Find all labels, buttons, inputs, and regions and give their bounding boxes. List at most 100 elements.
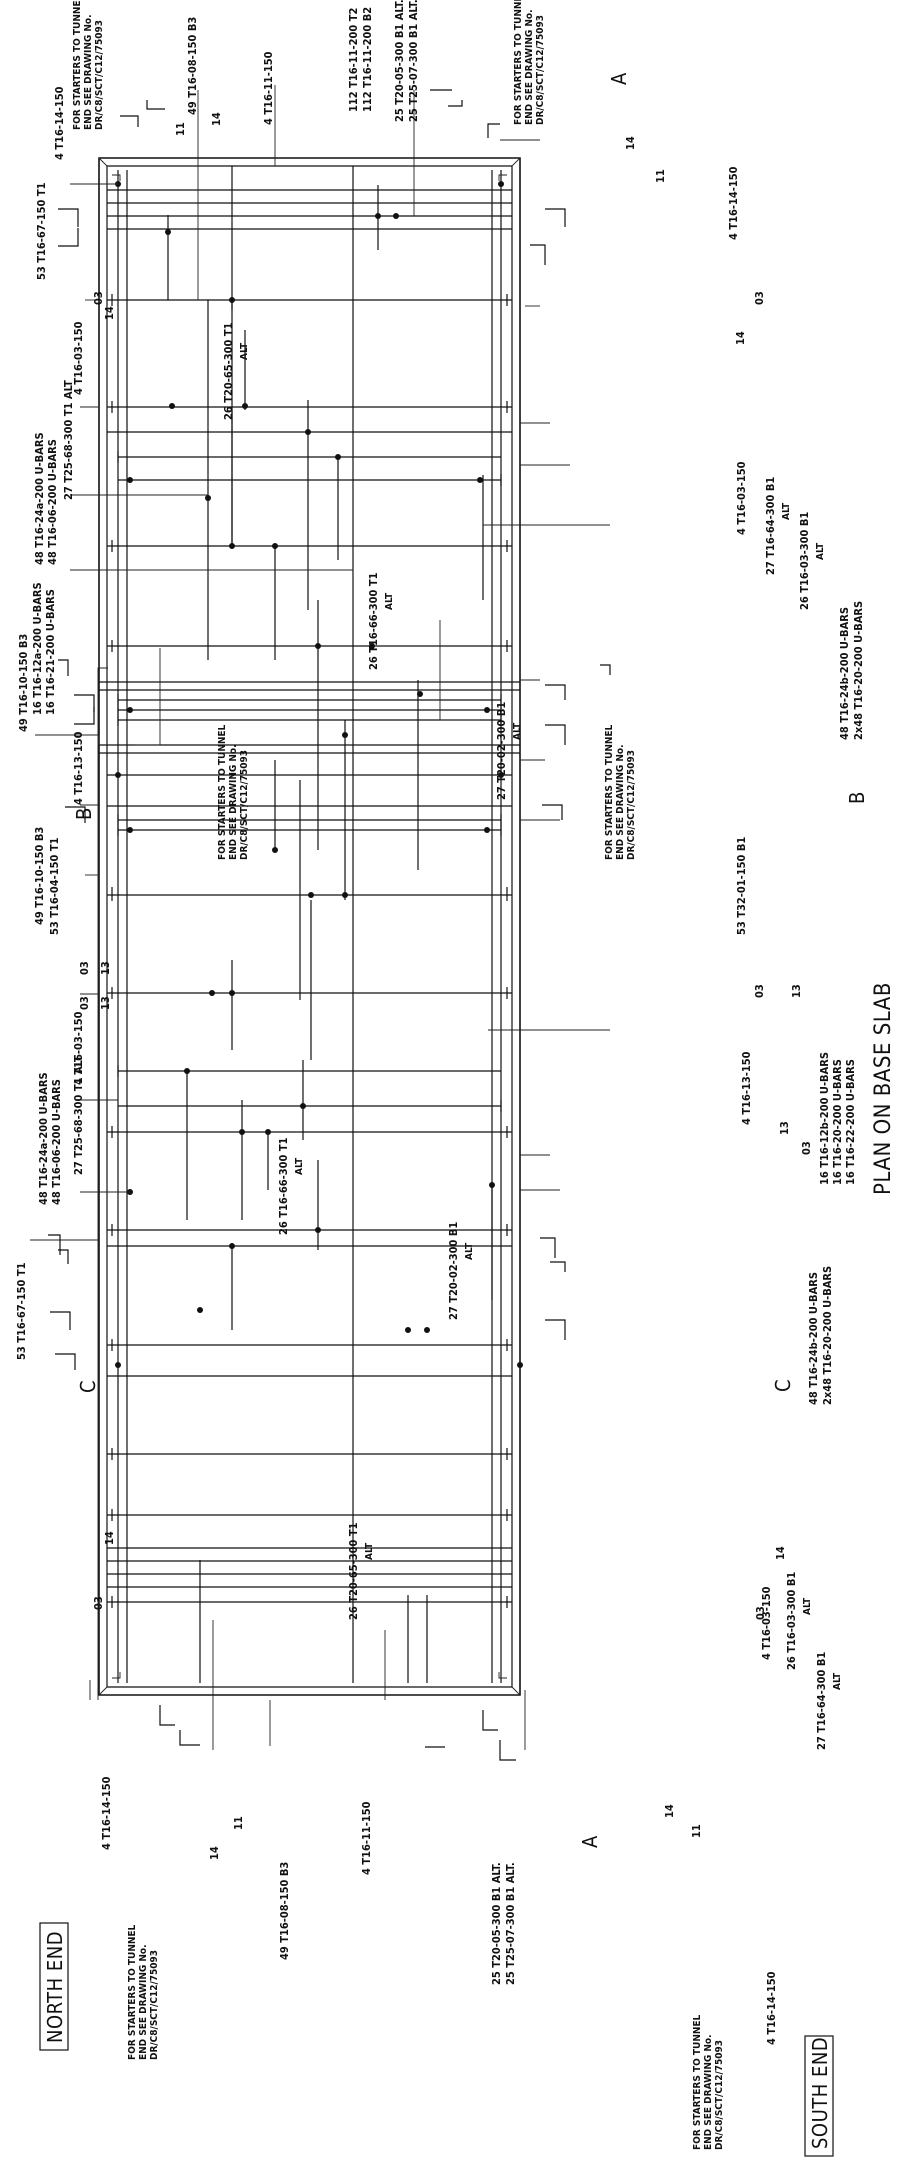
interior-label-8: ALT	[294, 1157, 305, 1175]
section-number-03: 03	[78, 996, 91, 1010]
right-label-15: 2x48 T16-20-200 U-BARS	[821, 1266, 834, 1405]
top-label-1: 4 T16-14-150	[53, 86, 66, 160]
interior-label-2: ALT	[239, 342, 250, 360]
starter-note-line-2: END SEE DRAWING No.	[615, 744, 626, 860]
right-label-19: 27 T16-64-300 B1	[815, 1652, 828, 1750]
left-label-3: 27 T25-68-300 T1 ALT	[62, 380, 75, 500]
left-label-8: 16 T16-21-200 U-BARS	[44, 589, 57, 715]
starter-note-bottom-left: FOR STARTERS TO TUNNEL END SEE DRAWING N…	[127, 1924, 160, 2060]
starter-note-line-3: DR/C8/SCT/C12/75093	[626, 750, 637, 860]
interior-label-4: ALT	[384, 592, 395, 610]
starter-note-line-3: DR/C8/SCT/C12/75093	[535, 15, 546, 125]
starter-note-interior-left: FOR STARTERS TO TUNNEL END SEE DRAWING N…	[217, 724, 250, 860]
north-end-label: NORTH END	[43, 1931, 67, 2043]
section-mark-a-bottom: A	[578, 1835, 602, 1848]
right-label-8: 2x48 T16-20-200 U-BARS	[852, 601, 865, 740]
slab-outline	[98, 157, 521, 1696]
starter-note-top-left: FOR STARTERS TO TUNNEL END SEE DRAWING N…	[72, 0, 105, 130]
right-label-20: ALT	[832, 1672, 843, 1690]
starter-note-bottom-right: FOR STARTERS TO TUNNEL END SEE DRAWING N…	[692, 2014, 725, 2150]
corner-details	[112, 174, 507, 1679]
section-number-13: 13	[790, 984, 803, 998]
left-label-5: 48 T16-06-200 U-BARS	[46, 439, 59, 565]
right-label-13: 16 T16-22-200 U-BARS	[844, 1059, 857, 1185]
right-label-2: 4 T16-03-150	[735, 461, 748, 535]
right-label-9: 53 T32-01-150 B1	[735, 837, 748, 935]
section-letters: A B B C C A	[72, 72, 869, 1848]
section-mark-b-left: B	[72, 808, 96, 820]
right-label-11: 16 T16-12b-200 U-BARS	[818, 1052, 831, 1185]
top-label-3: 4 T16-11-150	[262, 51, 275, 125]
south-end-label: SOUTH END	[808, 2037, 832, 2149]
left-label-11: 53 T16-04-150 T1	[48, 837, 61, 935]
right-label-18: ALT	[802, 1597, 813, 1615]
bar-end-ticks	[111, 294, 508, 1608]
section-number-11: 11	[174, 122, 187, 136]
right-label-3: 27 T16-64-300 B1	[764, 477, 777, 575]
left-label-12: 4 T16-03-150	[72, 1011, 85, 1085]
interior-label-3: 26 T16-66-300 T1	[367, 572, 380, 670]
bottom-label-1: 4 T16-14-150	[100, 1776, 113, 1850]
drawing-title: PLAN ON BASE SLAB	[871, 982, 896, 1195]
left-label-14: 48 T16-24a-200 U-BARS	[37, 1072, 50, 1205]
section-mark-c-right: C	[771, 1379, 795, 1392]
starter-note-line-1: FOR STARTERS TO TUNNEL	[127, 1924, 138, 2060]
top-label-7: 25 T25-07-300 B1 ALT.	[407, 0, 420, 122]
bottom-label-5: 25 T25-07-300 B1 ALT.	[504, 1862, 517, 1985]
left-label-7: 16 T16-12a-200 U-BARS	[31, 582, 44, 715]
section-number-03: 03	[753, 984, 766, 998]
left-label-4: 48 T16-24a-200 U-BARS	[33, 432, 46, 565]
vertical-bars	[117, 166, 502, 1683]
left-label-10: 49 T16-10-150 B3	[33, 827, 46, 925]
top-label-2: 49 T16-08-150 B3	[186, 17, 199, 115]
section-number-11: 11	[232, 1816, 245, 1830]
section-number-14: 14	[663, 1804, 676, 1818]
right-label-5: 26 T16-03-300 B1	[798, 512, 811, 610]
section-number-03: 03	[92, 291, 105, 305]
starter-note-line-2: END SEE DRAWING No.	[524, 9, 535, 125]
section-mark-a-top: A	[607, 72, 631, 85]
starter-note-line-1: FOR STARTERS TO TUNNEL	[217, 724, 228, 860]
section-numbers: 11 14 03 14 11 14 03 14 03 13 03 13 13 0…	[78, 112, 813, 1860]
south-end-box: SOUTH END	[804, 2035, 834, 2157]
starter-note-line-3: DR/C8/SCT/C12/75093	[239, 750, 250, 860]
section-number-03: 03	[754, 1606, 767, 1620]
left-label-1: 53 T16-67-150 T1	[35, 182, 48, 280]
section-number-03: 03	[92, 1596, 105, 1610]
section-number-13: 13	[778, 1121, 791, 1135]
section-number-14: 14	[210, 112, 223, 126]
right-label-10: 4 T16-13-150	[740, 1051, 753, 1125]
starter-note-line-3: DR/C8/SCT/C12/75093	[714, 2040, 725, 2150]
section-number-03: 03	[78, 961, 91, 975]
leader-lines	[30, 85, 610, 1750]
starter-note-line-2: END SEE DRAWING No.	[703, 2034, 714, 2150]
right-label-1: 4 T16-14-150	[727, 166, 740, 240]
starter-note-top-right: FOR STARTERS TO TUNNEL END SEE DRAWING N…	[513, 0, 546, 125]
section-number-13: 13	[99, 996, 112, 1010]
top-label-6: 25 T20-05-300 B1 ALT.	[393, 0, 406, 122]
section-number-11: 11	[654, 169, 667, 183]
right-label-17: 26 T16-03-300 B1	[785, 1572, 798, 1670]
bottom-label-2: 49 T16-08-150 B3	[278, 1862, 291, 1960]
top-label-4: 112 T16-11-200 T2	[347, 8, 360, 112]
interior-label-6: ALT	[512, 722, 523, 740]
right-label-14: 48 T16-24b-200 U-BARS	[807, 1272, 820, 1405]
section-number-14: 14	[624, 136, 637, 150]
bottom-label-3: 4 T16-11-150	[360, 1801, 373, 1875]
bottom-label-4: 25 T20-05-300 B1 ALT.	[490, 1862, 503, 1985]
left-label-13: 27 T25-68-300 T1 ALT	[72, 1055, 85, 1175]
horizontal-bars	[107, 189, 512, 1603]
starter-note-line-1: FOR STARTERS TO TUNNEL	[692, 2014, 703, 2150]
north-end-box: NORTH END	[39, 1922, 69, 2051]
bottom-label-6: 4 T16-14-150	[765, 1971, 778, 2045]
right-label-4: ALT	[781, 502, 792, 520]
interior-label-9: 27 T20-02-300 B1	[447, 1222, 460, 1320]
starter-note-line-1: FOR STARTERS TO TUNNEL	[604, 724, 615, 860]
section-number-11: 11	[690, 1824, 703, 1838]
top-label-5: 112 T16-11-200 B2	[361, 7, 374, 112]
section-number-14: 14	[734, 331, 747, 345]
interior-label-7: 26 T16-66-300 T1	[277, 1137, 290, 1235]
section-number-14: 14	[208, 1846, 221, 1860]
section-number-14: 14	[103, 306, 116, 320]
